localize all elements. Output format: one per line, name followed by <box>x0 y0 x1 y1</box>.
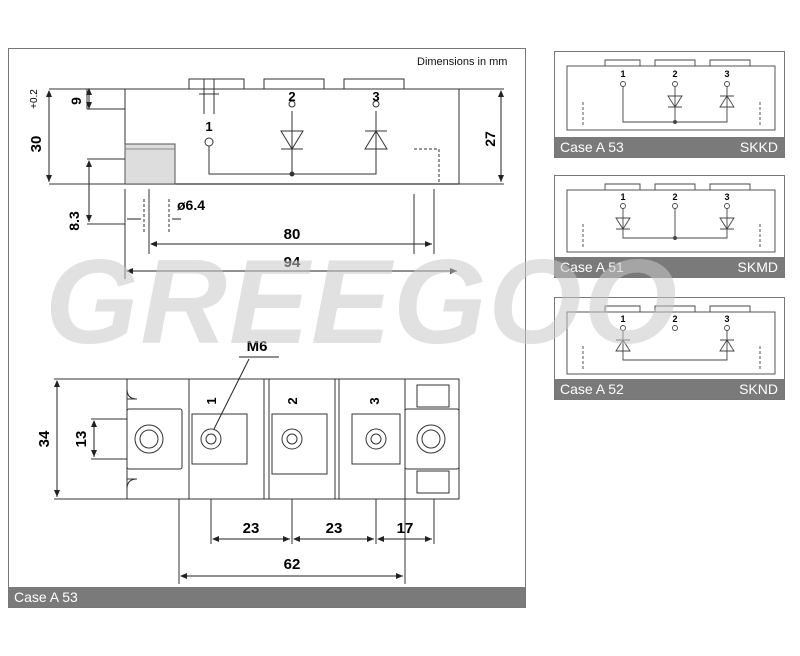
sknd-pin-2: 2 <box>672 314 677 324</box>
sknd-case-label: Case A 52 <box>560 381 624 397</box>
schematic-panel-sknd: 1 2 3 Case A 52 SKND <box>554 297 785 400</box>
skkd-case-label: Case A 53 <box>560 139 624 155</box>
side-terminal-2: 2 <box>288 89 295 104</box>
skmd-case-label: Case A 51 <box>560 259 624 275</box>
skkd-pin-2: 2 <box>672 69 677 79</box>
dim-23-first: 23 <box>243 520 260 537</box>
dim-height-tolerance: +0.2 <box>29 89 40 109</box>
schematic-svg-sknd: 1 2 3 <box>566 305 776 375</box>
skmd-caption: Case A 51 SKMD <box>555 257 784 277</box>
schematic-svg-skmd: 1 2 3 <box>566 183 776 253</box>
thread-label: M6 <box>247 338 268 355</box>
top-terminal-2: 2 <box>285 397 300 404</box>
skkd-pin-1: 1 <box>620 69 625 79</box>
main-case-label: Case A 53 <box>14 589 78 605</box>
skmd-pin-3: 3 <box>724 192 729 202</box>
skkd-caption: Case A 53 SKKD <box>555 137 784 157</box>
main-drawing-panel: Dimensions in mm <box>8 48 526 608</box>
main-drawing-svg: 1 2 3 30 +0.2 9 27 8.3 ø6.4 80 94 <box>28 78 504 584</box>
dim-top: 9 <box>68 97 84 105</box>
top-terminal-3: 3 <box>367 397 382 404</box>
dim-17: 17 <box>397 520 414 537</box>
schematic-panel-skmd: 1 2 3 Case A 51 SKMD <box>554 175 785 278</box>
skmd-pin-2: 2 <box>672 192 677 202</box>
side-view <box>49 78 504 279</box>
sknd-caption: Case A 52 SKND <box>555 379 784 399</box>
top-terminal-1: 1 <box>204 397 219 404</box>
dim-bottom: 8.3 <box>66 211 82 231</box>
sknd-type-label: SKND <box>739 381 778 397</box>
side-terminal-1: 1 <box>205 119 212 134</box>
dim-23-second: 23 <box>326 520 343 537</box>
dim-height: 30 <box>28 136 45 153</box>
dim-right: 27 <box>482 131 498 147</box>
top-view <box>54 356 460 584</box>
skkd-type-label: SKKD <box>739 139 778 155</box>
dim-62: 62 <box>284 556 301 573</box>
main-case-caption: Case A 53 <box>9 587 525 607</box>
dim-80: 80 <box>284 226 301 243</box>
dim-94: 94 <box>284 254 301 271</box>
dim-34: 34 <box>36 430 53 447</box>
skkd-pin-3: 3 <box>724 69 729 79</box>
dim-hole: ø6.4 <box>177 197 205 213</box>
skmd-type-label: SKMD <box>737 259 778 275</box>
skmd-pin-1: 1 <box>620 192 625 202</box>
dim-13: 13 <box>73 431 90 448</box>
sknd-pin-3: 3 <box>724 314 729 324</box>
schematic-panel-skkd: 1 2 3 Case A 53 SKKD <box>554 51 785 158</box>
side-terminal-3: 3 <box>372 89 379 104</box>
sknd-pin-1: 1 <box>620 314 625 324</box>
schematic-svg-skkd: 1 2 3 <box>566 59 776 131</box>
dimensions-note: Dimensions in mm <box>417 56 508 68</box>
